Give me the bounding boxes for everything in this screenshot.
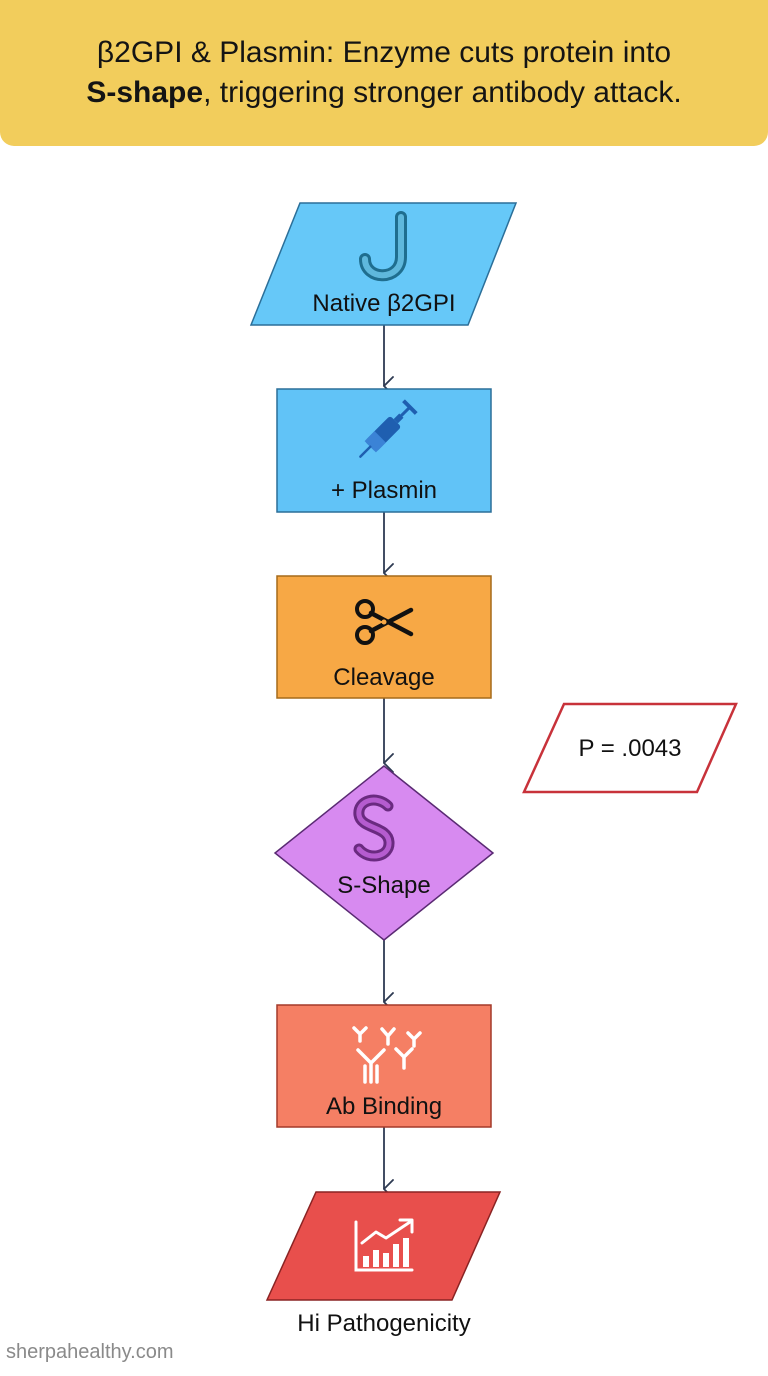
native-b2gpi-shape xyxy=(249,202,518,326)
node-s-shape: S-Shape xyxy=(273,765,495,941)
cleavage-shape xyxy=(276,575,492,699)
title-line-2-rest: , triggering stronger antibody attack. xyxy=(203,76,682,109)
antibodies-icon xyxy=(352,1026,422,1084)
p-value-annotation: P = .0043 xyxy=(522,702,738,794)
title-banner: β2GPI & Plasmin: Enzyme cuts protein int… xyxy=(0,0,768,146)
p-value-box xyxy=(522,702,738,794)
watermark: sherpahealthy.com xyxy=(6,1341,174,1363)
s-shape-label: S-Shape xyxy=(337,872,430,899)
title-line-1: β2GPI & Plasmin: Enzyme cuts protein int… xyxy=(96,36,672,69)
j-hook-protein-icon xyxy=(359,211,407,282)
native-b2gpi-label: Native β2GPI xyxy=(312,290,455,317)
node-cleavage: Cleavage xyxy=(276,575,492,699)
cleavage-label: Cleavage xyxy=(333,664,434,691)
node-ab-binding: Ab Binding xyxy=(276,1004,492,1128)
scissors-icon xyxy=(355,599,414,645)
hi-pathogenicity-label: Hi Pathogenicity xyxy=(297,1310,470,1337)
plasmin-shape xyxy=(276,388,492,513)
s-curve-protein-icon xyxy=(353,794,395,862)
title-emphasis: S-shape xyxy=(86,76,204,109)
node-plasmin: + Plasmin xyxy=(276,388,492,513)
hi-pathogenicity-shape xyxy=(265,1191,502,1301)
ab-binding-shape xyxy=(276,1004,492,1128)
node-hi-pathogenicity: Hi Pathogenicity xyxy=(265,1191,502,1337)
rising-bar-chart-icon xyxy=(354,1218,414,1272)
title-line-2: S-shape, triggering stronger antibody at… xyxy=(86,73,681,113)
ab-binding-label: Ab Binding xyxy=(326,1093,442,1120)
syringe-icon xyxy=(359,399,418,458)
node-native-b2gpi: Native β2GPI xyxy=(249,202,518,326)
plasmin-label: + Plasmin xyxy=(331,477,437,504)
p-value-label: P = .0043 xyxy=(579,735,682,762)
